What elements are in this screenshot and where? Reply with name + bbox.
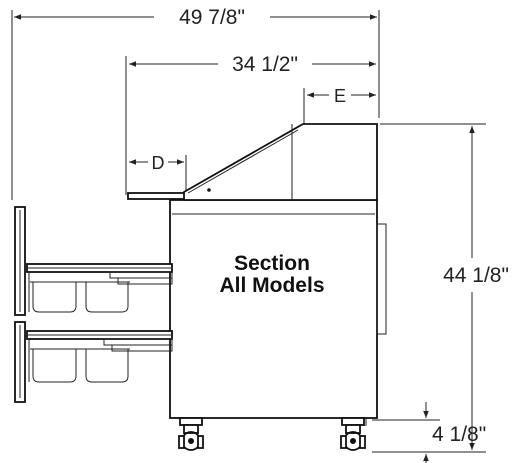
- prep-top: [127, 123, 378, 201]
- overall-width-label: 49 7/8": [179, 6, 245, 29]
- overall-height-dimension: 44 1/8": [372, 123, 509, 453]
- rail-width-label: 34 1/2": [232, 53, 298, 76]
- caster-height-dimension: 4 1/8": [372, 402, 486, 463]
- section-label: Section All Models: [219, 252, 324, 297]
- lower-drawer: [14, 321, 173, 403]
- dimension-e: E: [303, 86, 376, 125]
- dimension-d: D: [129, 153, 187, 192]
- left-caster: [178, 417, 204, 451]
- dimension-e-label: E: [334, 86, 346, 106]
- right-caster: [340, 417, 366, 451]
- rail-width-dimension: 34 1/2": [125, 53, 376, 195]
- cabinet-body: [169, 199, 387, 426]
- overall-width-dimension: 49 7/8": [11, 6, 380, 200]
- dimension-d-label: D: [152, 153, 165, 173]
- caster-height-label: 4 1/8": [432, 423, 486, 446]
- overall-height-label: 44 1/8": [443, 264, 509, 287]
- upper-drawer: [14, 206, 173, 316]
- section-label-line1: Section: [234, 252, 310, 275]
- section-label-line2: All Models: [219, 274, 324, 297]
